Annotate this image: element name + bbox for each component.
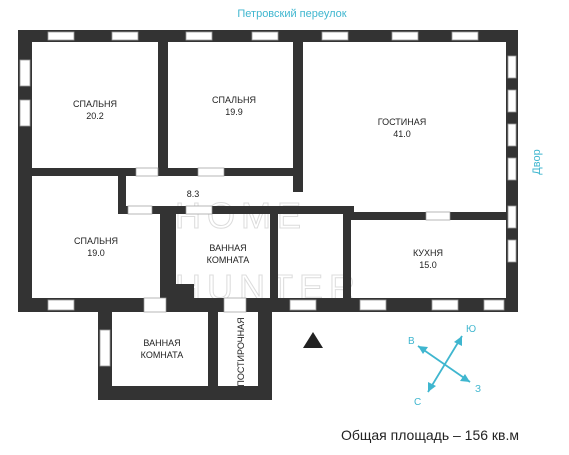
- bath2-line2: КОМНАТА: [141, 350, 184, 360]
- compass-arrow-east-icon: [460, 374, 470, 382]
- compass-label-west: З: [475, 384, 481, 395]
- kitchen-area: 15.0: [419, 260, 437, 270]
- compass-arrow-west-icon: [418, 346, 428, 354]
- bedroom2-name: СПАЛЬНЯ: [212, 95, 256, 105]
- living-name: ГОСТИНАЯ: [378, 117, 427, 127]
- compass: В Ю З С: [408, 324, 481, 408]
- total-area-label: Общая площадь – 156 кв.м: [341, 427, 519, 443]
- compass-arrow-north-icon: [428, 382, 436, 392]
- bath2-line1: ВАННАЯ: [143, 338, 180, 348]
- watermark-line1: HOME: [175, 195, 307, 236]
- bedroom1-name: СПАЛЬНЯ: [73, 99, 117, 109]
- bedroom2-area: 19.9: [225, 107, 243, 117]
- bedroom1-area: 20.2: [86, 111, 104, 121]
- bath1-line2: КОМНАТА: [207, 255, 250, 265]
- interior-walls: [32, 42, 506, 392]
- compass-label-south: Ю: [466, 324, 476, 335]
- living-area: 41.0: [393, 129, 411, 139]
- compass-label-north: С: [414, 397, 421, 408]
- hall-area: 8.3: [187, 189, 200, 199]
- laundry-name: ПОСТИРОЧНАЯ: [236, 317, 246, 386]
- compass-label-east: В: [408, 336, 415, 347]
- room-labels: СПАЛЬНЯ 20.2 СПАЛЬНЯ 19.9 ГОСТИНАЯ 41.0 …: [73, 95, 443, 387]
- bath1-line1: ВАННАЯ: [209, 243, 246, 253]
- windows: [19, 31, 517, 367]
- kitchen-name: КУХНЯ: [413, 248, 443, 258]
- entrance-arrow-icon: [303, 332, 323, 348]
- bedroom3-area: 19.0: [87, 248, 105, 258]
- street-label-top: Петровский переулок: [237, 8, 346, 20]
- doors: [127, 167, 451, 313]
- bedroom3-name: СПАЛЬНЯ: [74, 236, 118, 246]
- compass-axis-ns: [427, 335, 463, 393]
- compass-arrow-south-icon: [454, 336, 462, 346]
- street-label-right: Двор: [531, 149, 543, 174]
